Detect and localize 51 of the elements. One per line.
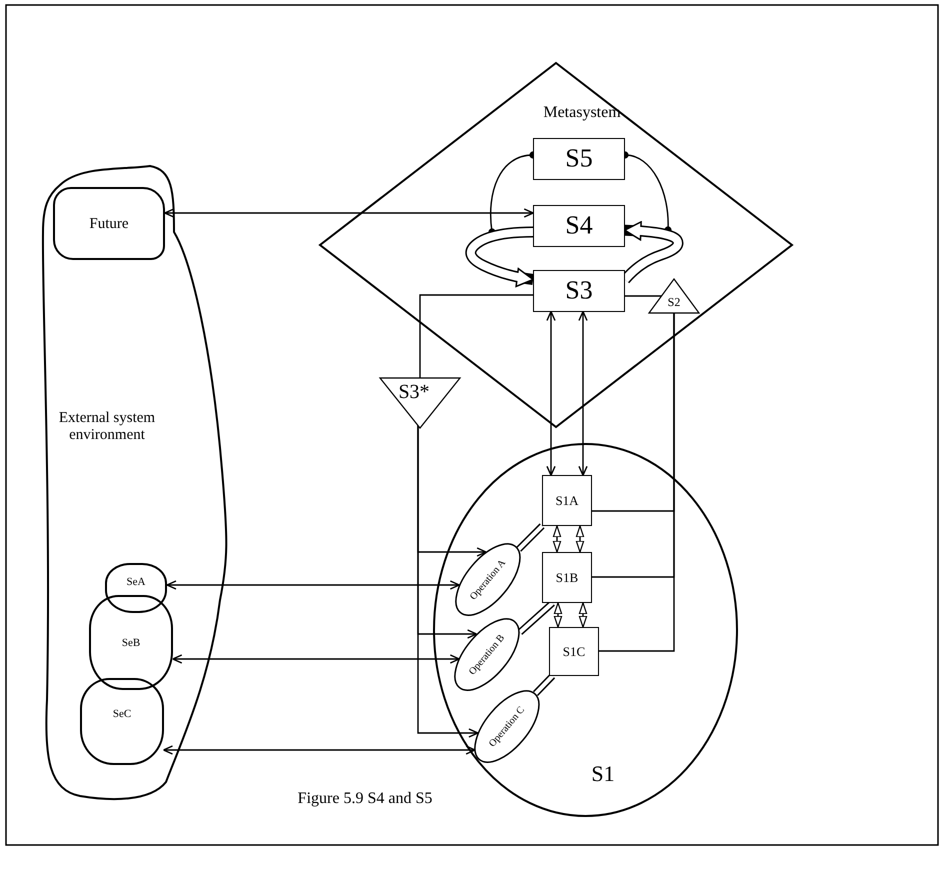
node-label: S4 [565, 212, 593, 240]
operation-ellipse [454, 542, 522, 618]
environment-blob [89, 595, 173, 690]
arrow [162, 745, 476, 755]
arrow [578, 602, 588, 628]
arrow [417, 425, 479, 738]
figure-caption: Figure 5.9 S4 and S5 [298, 790, 432, 808]
operation-ellipse [453, 617, 521, 693]
node-label: SeA [126, 576, 146, 588]
system-ellipse [433, 443, 738, 817]
system-box [533, 138, 625, 180]
node-label: SeC [112, 707, 132, 720]
audit-triangle [380, 378, 460, 428]
environment-blob [105, 563, 167, 613]
arrow [576, 525, 584, 553]
node-label: SeB [122, 636, 140, 649]
node-label: S2 [668, 296, 680, 310]
double-line-connector [516, 523, 545, 552]
unit-box [542, 475, 592, 526]
arrow [578, 310, 588, 476]
arrow [546, 310, 556, 476]
arrow [552, 525, 562, 553]
environment-blob [53, 187, 165, 260]
node-label: S5 [565, 144, 593, 174]
system-box [533, 270, 625, 312]
arrow [166, 580, 460, 590]
environment-blob [40, 163, 230, 803]
node-label: S1C [562, 644, 586, 659]
arrow [164, 208, 534, 218]
node-label: Future [89, 215, 129, 232]
metasystem-diamond [320, 63, 792, 427]
connector-line [624, 295, 662, 297]
node-label: Metasystem [543, 104, 621, 122]
connector-line [419, 294, 534, 378]
node-label: S1B [556, 570, 578, 585]
node-label: S3* [398, 381, 430, 403]
system-box [533, 205, 625, 247]
connector-line [598, 312, 675, 652]
double-line-connector [532, 673, 556, 696]
arrow [172, 654, 460, 664]
node-label: External system environment [58, 410, 156, 443]
unit-box [549, 627, 599, 676]
node-label: S1 [591, 762, 615, 786]
node-label: S1A [555, 493, 579, 508]
operation-ellipse [473, 689, 541, 765]
environment-blob [80, 678, 164, 765]
coordination-triangle [649, 279, 699, 313]
node-label: S3 [565, 276, 593, 306]
block-arrow [465, 226, 534, 287]
arrow [554, 602, 562, 628]
unit-box [542, 552, 592, 603]
